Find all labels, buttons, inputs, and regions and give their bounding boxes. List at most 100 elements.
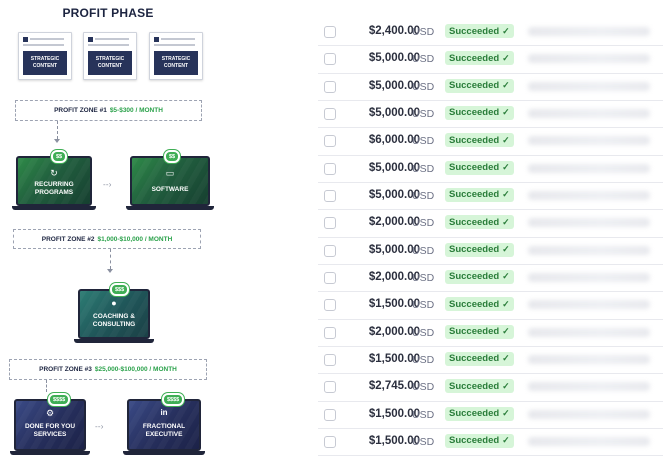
table-row[interactable]: $5,000.00 USD Succeeded✓ — [318, 238, 663, 265]
check-icon: ✓ — [502, 162, 510, 173]
check-icon: ✓ — [502, 326, 510, 337]
payment-amount: $2,745.00 — [368, 380, 420, 393]
row-checkbox[interactable] — [324, 26, 336, 38]
status-badge: Succeeded✓ — [445, 133, 514, 148]
price-badge: $$$$ — [48, 393, 71, 406]
row-checkbox[interactable] — [324, 435, 336, 448]
zone-range: $5-$300 / MONTH — [109, 107, 163, 114]
status-label: Succeeded — [449, 107, 500, 119]
payment-currency: USD — [412, 244, 435, 257]
table-row[interactable]: $1,500.00 USD Succeeded✓ — [318, 402, 663, 429]
redacted-description — [528, 245, 650, 255]
status-badge: Succeeded✓ — [445, 297, 514, 312]
table-row[interactable]: $5,000.00 USD Succeeded✓ — [318, 46, 663, 74]
row-checkbox[interactable] — [324, 271, 336, 284]
status-label: Succeeded — [449, 271, 500, 283]
redacted-description — [528, 81, 650, 91]
table-row[interactable]: $2,000.00 USD Succeeded✓ — [318, 320, 663, 347]
profit-zone-2: PROFIT ZONE #2 $1,000-$10,000 / MONTH — [13, 229, 201, 249]
redacted-description — [528, 272, 650, 282]
payment-amount: $5,000.00 — [368, 188, 420, 201]
status-badge: Succeeded✓ — [445, 269, 514, 284]
table-row[interactable]: $2,000.00 USD Succeeded✓ — [318, 210, 663, 238]
row-checkbox[interactable] — [324, 189, 336, 202]
table-row[interactable]: $1,500.00 USD Succeeded✓ — [318, 347, 663, 375]
status-label: Succeeded — [449, 380, 500, 392]
table-row[interactable]: $5,000.00 USD Succeeded✓ — [318, 156, 663, 183]
row-checkbox[interactable] — [324, 408, 336, 421]
connector-line — [57, 121, 58, 139]
refresh-icon: ↻ — [50, 168, 58, 178]
payment-currency: USD — [412, 353, 435, 366]
payment-amount: $1,500.00 — [368, 434, 420, 447]
status-label: Succeeded — [449, 244, 500, 256]
diagram-title: PROFIT PHASE — [62, 6, 154, 20]
table-row[interactable]: $6,000.00 USD Succeeded✓ — [318, 128, 663, 156]
redacted-description — [528, 218, 650, 228]
redacted-description — [528, 382, 650, 392]
check-icon: ✓ — [502, 216, 510, 227]
row-checkbox[interactable] — [324, 299, 336, 312]
table-row[interactable]: $2,745.00 USD Succeeded✓ — [318, 374, 663, 402]
status-badge: Succeeded✓ — [445, 105, 514, 120]
status-badge: Succeeded✓ — [445, 379, 514, 394]
check-icon: ✓ — [502, 189, 510, 200]
table-row[interactable]: $1,500.00 USD Succeeded✓ — [318, 429, 663, 457]
redacted-description — [528, 163, 650, 173]
payment-amount: $1,500.00 — [368, 407, 420, 420]
table-row[interactable]: $5,000.00 USD Succeeded✓ — [318, 101, 663, 129]
payment-currency: USD — [412, 80, 435, 93]
zone-name: PROFIT ZONE #1 — [54, 107, 107, 114]
zone-name: PROFIT ZONE #3 — [39, 366, 92, 373]
status-badge: Succeeded✓ — [445, 406, 514, 421]
row-checkbox[interactable] — [324, 135, 336, 148]
row-checkbox[interactable] — [324, 326, 336, 339]
profit-zone-3: PROFIT ZONE #3 $25,000-$100,000 / MONTH — [9, 359, 207, 380]
status-badge: Succeeded✓ — [445, 324, 514, 339]
offer-label: DONE FOR YOU SERVICES — [24, 423, 76, 438]
payment-amount: $2,000.00 — [368, 325, 420, 338]
laptop-software: ▭ SOFTWARE — [126, 156, 214, 210]
zone-range: $25,000-$100,000 / MONTH — [94, 366, 177, 373]
status-badge: Succeeded✓ — [445, 215, 514, 230]
row-checkbox[interactable] — [324, 80, 336, 93]
payment-amount: $5,000.00 — [368, 52, 420, 65]
status-label: Succeeded — [449, 298, 500, 310]
redacted-description — [528, 190, 650, 200]
status-label: Succeeded — [449, 134, 500, 146]
table-row[interactable]: $2,400.00 USD Succeeded✓ — [318, 19, 663, 47]
payment-currency: USD — [412, 53, 435, 66]
check-icon: ✓ — [502, 298, 510, 309]
payment-currency: USD — [412, 107, 435, 120]
row-checkbox[interactable] — [324, 353, 336, 366]
redacted-description — [528, 27, 650, 36]
table-row[interactable]: $5,000.00 USD Succeeded✓ — [318, 74, 663, 101]
check-icon: ✓ — [502, 353, 510, 364]
table-row[interactable]: $5,000.00 USD Succeeded✓ — [318, 183, 663, 211]
status-label: Succeeded — [449, 162, 500, 174]
row-checkbox[interactable] — [324, 381, 336, 394]
status-label: Succeeded — [449, 326, 500, 338]
payment-currency: USD — [412, 299, 435, 312]
row-checkbox[interactable] — [324, 53, 336, 66]
status-badge: Succeeded✓ — [445, 78, 514, 93]
strategic-content-card: STRATEGIC CONTENT — [149, 32, 203, 80]
redacted-description — [528, 108, 650, 118]
row-checkbox[interactable] — [324, 107, 336, 120]
status-badge: Succeeded✓ — [445, 242, 514, 257]
row-checkbox[interactable] — [324, 217, 336, 230]
payment-amount: $5,000.00 — [368, 106, 420, 119]
gear-icon: ⚙ — [45, 408, 55, 418]
status-label: Succeeded — [449, 189, 500, 201]
row-checkbox[interactable] — [324, 162, 336, 175]
table-row[interactable]: $1,500.00 USD Succeeded✓ — [318, 292, 663, 320]
arrow-down-icon — [107, 269, 113, 273]
row-checkbox[interactable] — [324, 244, 336, 257]
arrow-right-icon: - - › — [95, 422, 104, 431]
table-row[interactable]: $2,000.00 USD Succeeded✓ — [318, 265, 663, 293]
status-label: Succeeded — [449, 216, 500, 228]
payment-amount: $2,400.00 — [368, 25, 420, 37]
redacted-description — [528, 54, 650, 64]
doc-thumb-icon — [88, 37, 93, 42]
laptop-fractional-executive: in FRACTIONAL EXECUTIVE — [123, 399, 205, 455]
